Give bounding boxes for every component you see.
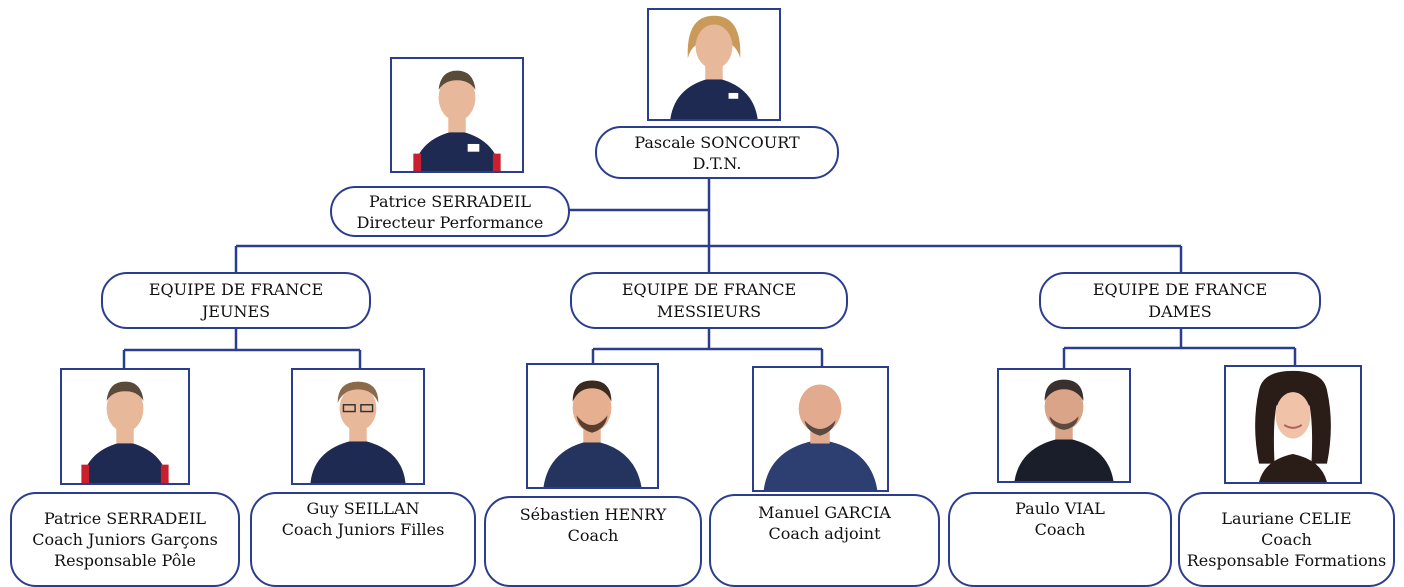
team-jeunes: EQUIPE DE FRANCE JEUNES	[101, 272, 371, 329]
photo-dtn	[647, 8, 781, 121]
staff-5-name: Lauriane CELIE	[1221, 509, 1352, 528]
photo-director	[390, 57, 524, 173]
team-jeunes-line2: JEUNES	[201, 301, 271, 321]
staff-3-name: Manuel GARCIA	[758, 503, 891, 522]
director-role: Directeur Performance	[356, 212, 544, 232]
team-messieurs-line2: MESSIEURS	[656, 301, 762, 321]
photo-staff-1	[291, 368, 425, 485]
staff-box-5: Lauriane CELIE Coach Responsable Formati…	[1178, 492, 1395, 587]
photo-staff-5	[1224, 365, 1362, 484]
staff-1-name: Guy SEILLAN	[306, 499, 420, 518]
photo-staff-4	[997, 368, 1131, 483]
staff-3-role: Coach adjoint	[768, 524, 881, 543]
team-messieurs-line1: EQUIPE DE FRANCE	[621, 279, 797, 299]
staff-0-role: Coach Juniors Garçons	[32, 530, 218, 549]
staff-box-0: Patrice SERRADEIL Coach Juniors Garçons …	[10, 492, 240, 587]
staff-5-role: Coach	[1261, 530, 1312, 549]
staff-1-role: Coach Juniors Filles	[281, 520, 445, 539]
box-dtn: Pascale SONCOURT D.T.N.	[595, 126, 839, 179]
staff-box-3: Manuel GARCIA Coach adjoint	[709, 494, 940, 587]
dtn-role: D.T.N.	[692, 153, 742, 173]
staff-5-role2: Responsable Formations	[1186, 551, 1387, 570]
photo-staff-3	[752, 366, 889, 492]
staff-box-2: Sébastien HENRY Coach	[484, 496, 702, 587]
team-jeunes-line1: EQUIPE DE FRANCE	[148, 279, 324, 299]
staff-4-name: Paulo VIAL	[1015, 499, 1105, 518]
dtn-name: Pascale SONCOURT	[634, 132, 800, 152]
staff-0-name: Patrice SERRADEIL	[43, 509, 207, 528]
team-messieurs: EQUIPE DE FRANCE MESSIEURS	[570, 272, 848, 329]
staff-4-role: Coach	[1034, 520, 1086, 539]
director-name: Patrice SERRADEIL	[368, 191, 532, 211]
team-dames-line2: DAMES	[1148, 301, 1212, 321]
staff-2-role: Coach	[567, 526, 619, 545]
staff-box-1: Guy SEILLAN Coach Juniors Filles	[250, 492, 476, 587]
team-dames-line1: EQUIPE DE FRANCE	[1092, 279, 1268, 299]
staff-box-4: Paulo VIAL Coach	[948, 492, 1172, 587]
staff-0-role2: Responsable Pôle	[54, 551, 196, 570]
team-dames: EQUIPE DE FRANCE DAMES	[1039, 272, 1321, 329]
staff-2-name: Sébastien HENRY	[519, 505, 667, 524]
box-director: Patrice SERRADEIL Directeur Performance	[330, 186, 570, 237]
photo-staff-2	[526, 363, 659, 489]
photo-staff-0	[60, 368, 190, 485]
